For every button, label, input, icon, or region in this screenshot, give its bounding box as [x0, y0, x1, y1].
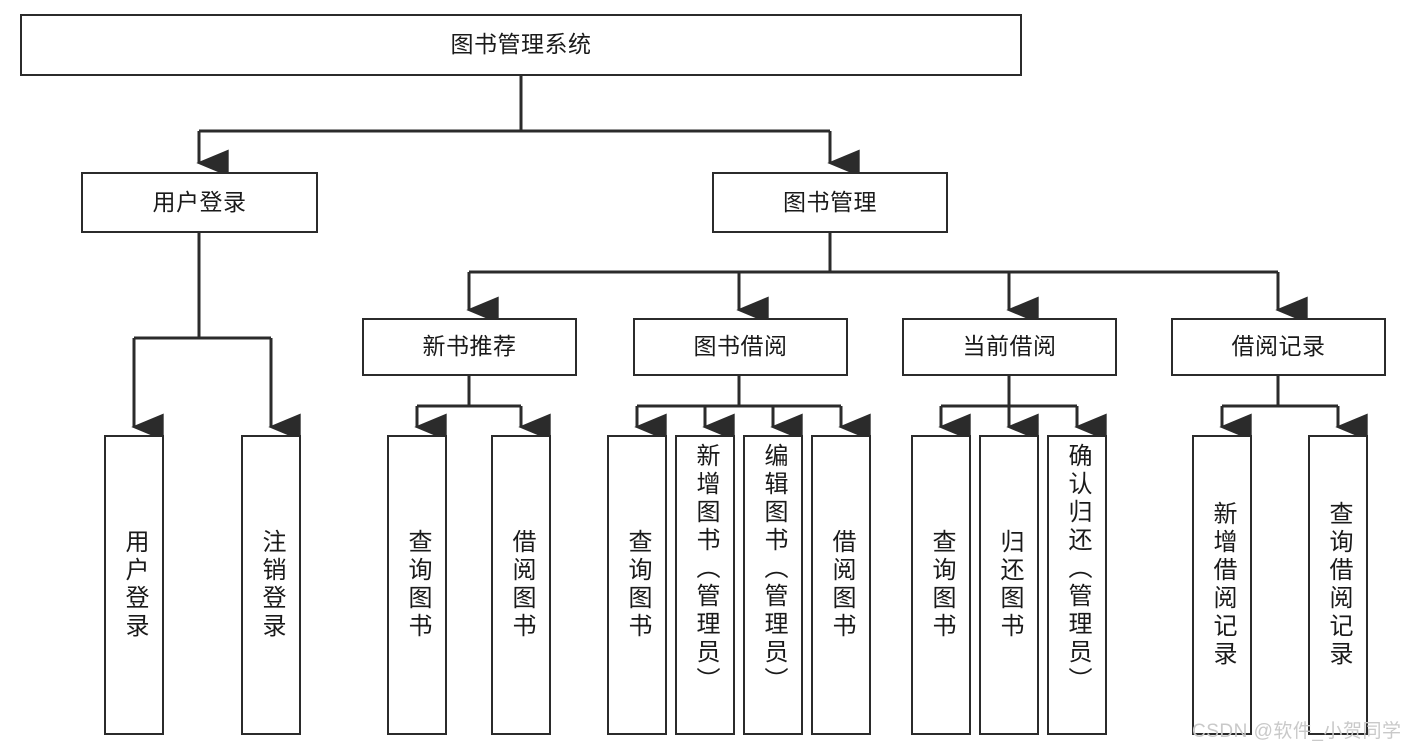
- node-label: 借阅图书: [828, 529, 855, 641]
- node-root-book-management-system[interactable]: 图书管理系统: [20, 14, 1022, 76]
- node-label: 新增图书（管理员）: [692, 443, 719, 695]
- leaf-user-login[interactable]: 用户登录: [104, 435, 164, 735]
- node-label: 查询借阅记录: [1325, 501, 1352, 669]
- node-label: 注销登录: [258, 529, 285, 641]
- node-label: 用户登录: [121, 529, 148, 641]
- node-label: 新书推荐: [422, 333, 517, 360]
- node-label: 查询图书: [928, 529, 955, 641]
- leaf-add-book-admin[interactable]: 新增图书（管理员）: [675, 435, 735, 735]
- node-book-borrowing[interactable]: 图书借阅: [633, 318, 848, 376]
- node-label: 图书管理: [783, 188, 877, 215]
- node-label: 借阅图书: [508, 529, 535, 641]
- leaf-query-book-borrowing[interactable]: 查询图书: [607, 435, 667, 735]
- node-book-management[interactable]: 图书管理: [712, 172, 948, 233]
- node-label: 确认归还（管理员）: [1064, 443, 1091, 695]
- leaf-edit-book-admin[interactable]: 编辑图书（管理员）: [743, 435, 803, 735]
- node-new-book-recommendation[interactable]: 新书推荐: [362, 318, 577, 376]
- leaf-confirm-return-admin[interactable]: 确认归还（管理员）: [1047, 435, 1107, 735]
- node-borrowing-records[interactable]: 借阅记录: [1171, 318, 1386, 376]
- node-label: 编辑图书（管理员）: [760, 443, 787, 695]
- node-label: 查询图书: [404, 529, 431, 641]
- node-label: 图书借阅: [693, 333, 788, 360]
- node-user-login[interactable]: 用户登录: [81, 172, 318, 233]
- node-label: 用户登录: [152, 188, 247, 215]
- watermark: CSDN @软件_小贺同学: [1192, 716, 1401, 743]
- node-label: 查询图书: [624, 529, 651, 641]
- leaf-return-book[interactable]: 归还图书: [979, 435, 1039, 735]
- node-label: 图书管理系统: [450, 31, 592, 58]
- node-label: 借阅记录: [1231, 333, 1326, 360]
- leaf-add-borrowing-record[interactable]: 新增借阅记录: [1192, 435, 1252, 735]
- leaf-logout[interactable]: 注销登录: [241, 435, 301, 735]
- leaf-query-borrowing-record[interactable]: 查询借阅记录: [1308, 435, 1368, 735]
- leaf-query-book-current[interactable]: 查询图书: [911, 435, 971, 735]
- leaf-borrow-book-recommendation[interactable]: 借阅图书: [491, 435, 551, 735]
- watermark-text: CSDN @软件_小贺同学: [1192, 721, 1402, 742]
- node-label: 新增借阅记录: [1209, 501, 1236, 669]
- leaf-query-book-recommendation[interactable]: 查询图书: [387, 435, 447, 735]
- node-label: 当前借阅: [962, 333, 1057, 360]
- leaf-borrow-book-borrowing[interactable]: 借阅图书: [811, 435, 871, 735]
- node-label: 归还图书: [996, 529, 1023, 641]
- node-current-borrowing[interactable]: 当前借阅: [902, 318, 1117, 376]
